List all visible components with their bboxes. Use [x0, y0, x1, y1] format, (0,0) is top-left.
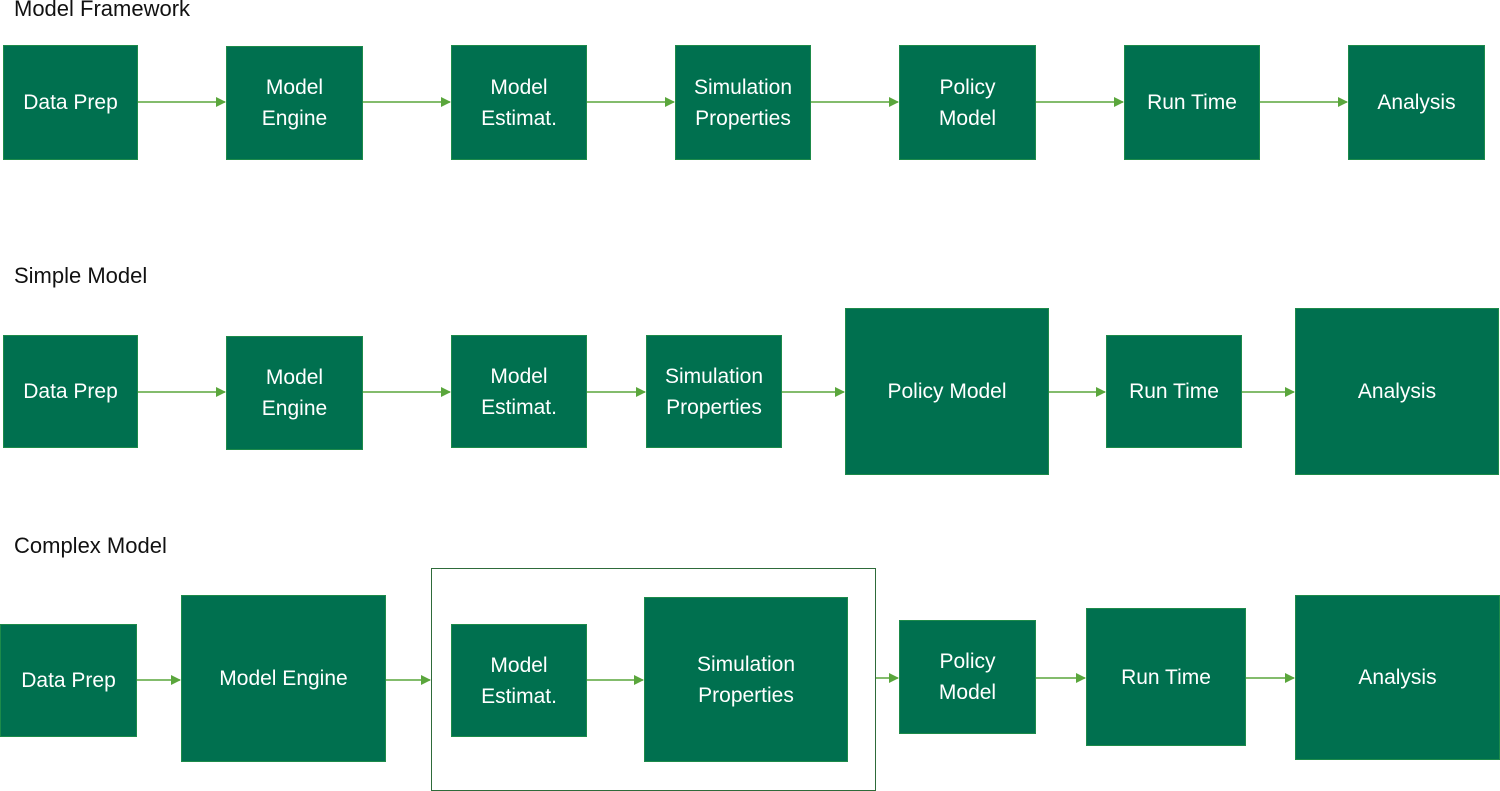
- complex-simulation-properties-box: Simulation Properties: [644, 597, 848, 762]
- framework-simulation-properties-box: Simulation Properties: [675, 45, 811, 160]
- framework-model-estimat-box: Model Estimat.: [451, 45, 587, 160]
- framework-policy-model-box: Policy Model: [899, 45, 1036, 160]
- framework-data-prep-box: Data Prep: [3, 45, 138, 160]
- complex-model-estimat-box: Model Estimat.: [451, 624, 587, 737]
- simple-simulation-properties-box: Simulation Properties: [646, 335, 782, 448]
- title-complex-model: Complex Model: [14, 533, 167, 558]
- framework-analysis-box: Analysis: [1348, 45, 1485, 160]
- simple-model-estimat-box: Model Estimat.: [451, 335, 587, 448]
- complex-model-engine-box: Model Engine: [181, 595, 386, 762]
- simple-model-engine-box: Model Engine: [226, 336, 363, 450]
- complex-policy-model-box: Policy Model: [899, 620, 1036, 734]
- simple-run-time-box: Run Time: [1106, 335, 1242, 448]
- simple-analysis-box: Analysis: [1295, 308, 1499, 475]
- complex-run-time-box: Run Time: [1086, 608, 1246, 746]
- title-simple-model: Simple Model: [14, 263, 148, 288]
- title-model-framework: Model Framework: [14, 0, 191, 21]
- complex-data-prep-box: Data Prep: [0, 624, 137, 737]
- simple-policy-model-box: Policy Model: [845, 308, 1049, 475]
- complex-analysis-box: Analysis: [1295, 595, 1500, 760]
- framework-model-engine-box: Model Engine: [226, 46, 363, 160]
- framework-run-time-box: Run Time: [1124, 45, 1260, 160]
- simple-data-prep-box: Data Prep: [3, 335, 138, 448]
